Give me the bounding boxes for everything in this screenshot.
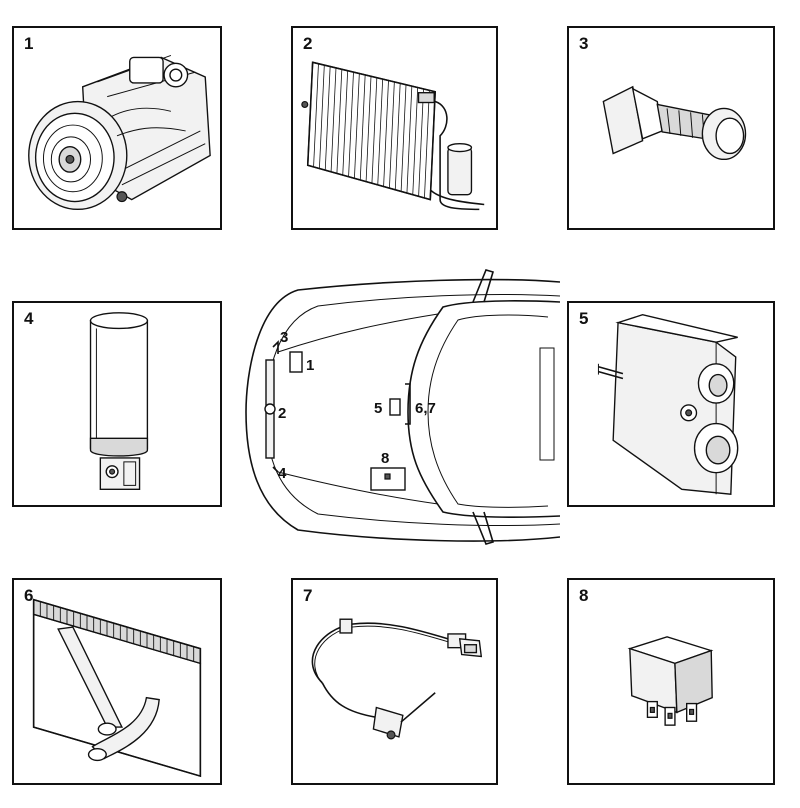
car-top-view-diagram: 3 1 2 4 5 6,7 8 (245, 269, 560, 545)
car-label-3: 3 (280, 329, 288, 346)
pressure-switch-icon (602, 85, 747, 161)
car-label-6-7: 6,7 (415, 400, 436, 417)
receiver-drier-icon (89, 312, 149, 490)
panel-2: 2 (291, 26, 498, 230)
car-label-1: 1 (306, 357, 314, 374)
marker-1 (289, 351, 303, 373)
panel-6: 6 (12, 578, 222, 785)
temperature-sensor-icon (311, 618, 483, 740)
evaporator-icon (32, 598, 202, 778)
panel-number: 3 (579, 34, 589, 53)
car-label-4: 4 (278, 465, 287, 482)
marker-6-7 (405, 383, 411, 425)
car-label-8: 8 (381, 450, 389, 467)
panel-8: 8 (567, 578, 775, 785)
panel-4: 4 (12, 301, 222, 507)
car-label-2: 2 (278, 405, 286, 422)
panel-number: 6 (24, 586, 34, 605)
panel-3: 3 (567, 26, 775, 230)
panel-number: 2 (303, 34, 313, 53)
panel-1: 1 (12, 26, 222, 230)
panel-number: 7 (303, 586, 313, 605)
panel-7: 7 (291, 578, 498, 785)
car-label-5: 5 (374, 400, 382, 417)
panel-5: 5 (567, 301, 775, 507)
panel-number: 8 (579, 586, 589, 605)
panel-number: 1 (24, 34, 34, 53)
panel-number: 4 (24, 309, 34, 328)
expansion-valve-icon (597, 314, 739, 495)
relay-icon (627, 636, 714, 726)
marker-5 (389, 398, 401, 416)
panel-number: 5 (579, 309, 589, 328)
condenser-icon (301, 61, 485, 211)
compressor-icon (28, 54, 211, 211)
